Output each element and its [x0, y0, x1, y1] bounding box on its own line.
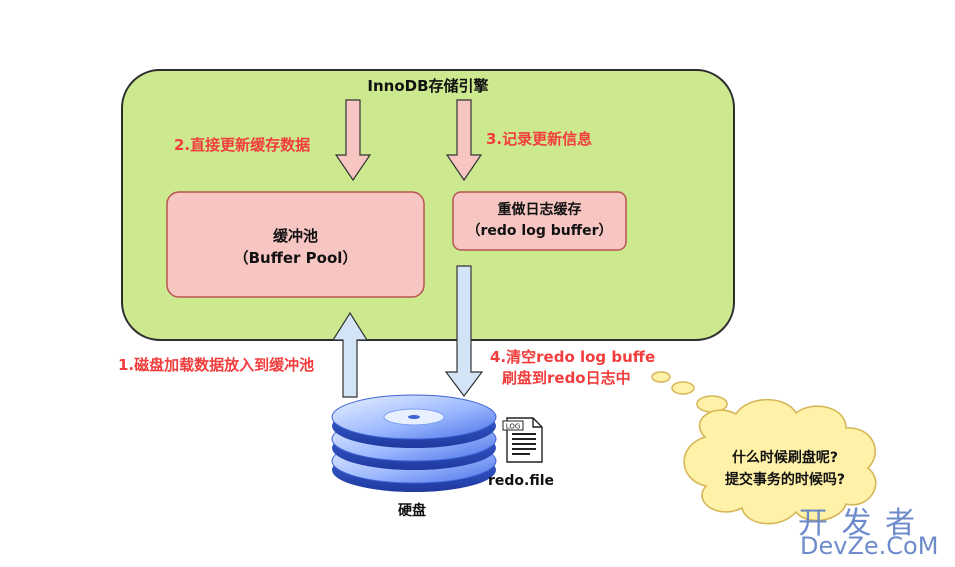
disk-icon — [331, 394, 497, 492]
thought-bubble-trail — [651, 371, 728, 413]
buffer-pool-subtitle: （Buffer Pool） — [233, 249, 358, 267]
buffer-pool-label: 缓冲池 （Buffer Pool） — [167, 225, 424, 269]
step-1-label: 1.磁盘加载数据放入到缓冲池 — [118, 356, 315, 374]
log-file-icon: LOG — [502, 417, 543, 463]
redo-log-buffer-label: 重做日志缓存 （redo log buffer） — [453, 200, 626, 242]
disk-label: 硬盘 — [398, 503, 426, 519]
step-2-label: 2.直接更新缓存数据 — [174, 136, 311, 154]
log-file-icon-text: LOG — [506, 423, 521, 431]
watermark-cn: 开 发 者 — [798, 506, 918, 541]
arrow-update-cache — [334, 99, 372, 182]
redo-file-label: redo.file — [488, 473, 555, 489]
thought-line-2: 提交事务的时候吗? — [724, 472, 846, 488]
arrow-load-from-disk — [331, 311, 369, 398]
arrow-flush-redo — [444, 265, 484, 397]
arrow-record-redo — [445, 99, 483, 182]
thought-line-1: 什么时候刷盘呢? — [731, 450, 839, 466]
watermark-en: DevZe.CoM — [800, 532, 939, 560]
engine-title: InnoDB存储引擎 — [367, 77, 489, 95]
redo-log-buffer-box — [452, 191, 627, 251]
step-4-line-1: 4.清空redo log buffe — [490, 348, 656, 366]
redo-log-buffer-title: 重做日志缓存 — [497, 202, 582, 218]
buffer-pool-title: 缓冲池 — [272, 227, 318, 245]
buffer-pool-box — [166, 191, 425, 298]
thought-cloud — [683, 398, 877, 525]
step-3-label: 3.记录更新信息 — [486, 130, 593, 148]
thought-cloud-text: 什么时候刷盘呢? 提交事务的时候吗? — [700, 447, 870, 491]
redo-log-buffer-subtitle: （redo log buffer） — [466, 223, 613, 239]
step-4-label: 4.清空redo log buffe 刷盘到redo日志中 — [490, 347, 655, 389]
step-4-line-2: 刷盘到redo日志中 — [502, 369, 631, 387]
